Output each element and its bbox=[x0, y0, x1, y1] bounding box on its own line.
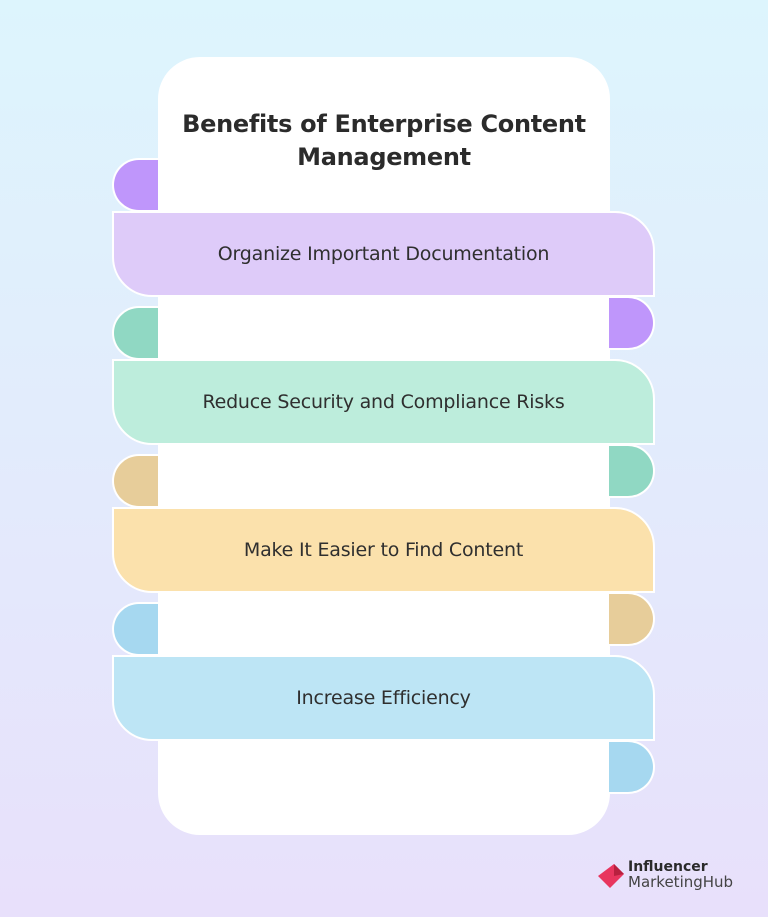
influencer-marketing-hub-logo-icon bbox=[598, 864, 624, 888]
logo-text-line-2: MarketingHub bbox=[628, 873, 734, 891]
ribbon-tab-left-2 bbox=[112, 306, 158, 360]
benefit-ribbon-3: Make It Easier to Find Content bbox=[112, 507, 655, 593]
benefit-label: Reduce Security and Compliance Risks bbox=[202, 391, 565, 413]
benefit-ribbon-4: Increase Efficiency bbox=[112, 655, 655, 741]
ribbon-tab-left-4 bbox=[112, 602, 158, 656]
brand-logo: Influencer MarketingHub bbox=[596, 860, 733, 890]
page-title: Benefits of Enterprise Content Managemen… bbox=[158, 108, 610, 174]
benefit-label: Organize Important Documentation bbox=[217, 243, 550, 265]
ribbon-tab-left-3 bbox=[112, 454, 158, 508]
title-line-2: Management bbox=[297, 143, 471, 171]
benefit-label: Make It Easier to Find Content bbox=[243, 539, 524, 561]
ribbon-tab-left-1 bbox=[112, 158, 158, 212]
title-line-1: Benefits of Enterprise Content bbox=[182, 110, 586, 138]
ribbon-tab-right-1 bbox=[609, 296, 655, 350]
benefit-ribbon-1: Organize Important Documentation bbox=[112, 211, 655, 297]
benefit-label: Increase Efficiency bbox=[296, 687, 471, 709]
benefit-ribbon-2: Reduce Security and Compliance Risks bbox=[112, 359, 655, 445]
logo-text-line-1: Influencer bbox=[628, 859, 708, 875]
ribbon-tab-right-2 bbox=[609, 444, 655, 498]
ribbon-tab-right-3 bbox=[609, 592, 655, 646]
ribbon-tab-right-4 bbox=[609, 740, 655, 794]
